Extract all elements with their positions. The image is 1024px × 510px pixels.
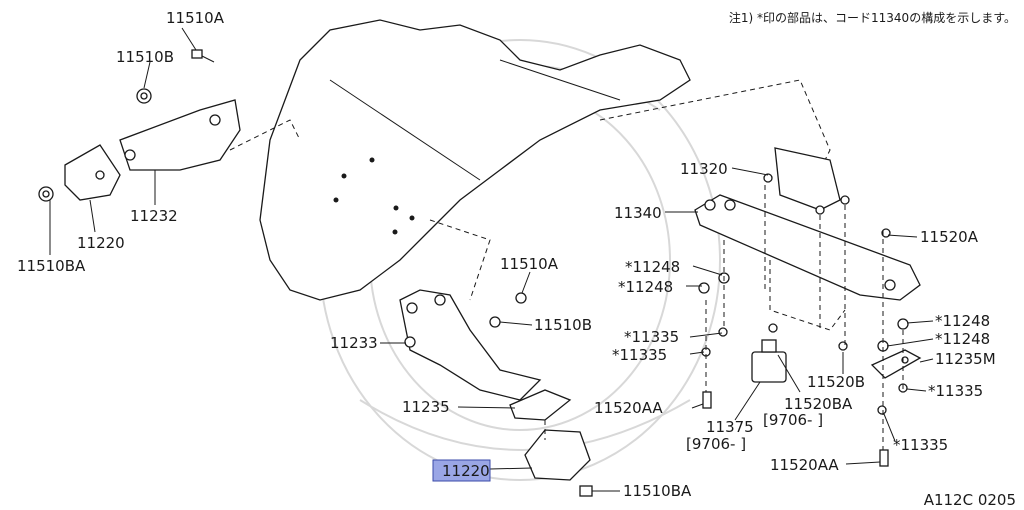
label-11248-c: *11248: [935, 312, 990, 330]
label-11510B-top: 11510B: [116, 48, 174, 66]
label-11520AA-right: 11520AA: [770, 456, 839, 474]
label-11248-d: *11248: [935, 330, 990, 348]
label-11335-c: *11335: [928, 382, 983, 400]
washer-11510BA-left-illustration: [38, 186, 54, 202]
dash-trans-mount: [429, 219, 491, 301]
label-11248-a: *11248: [625, 258, 680, 276]
label-11375-date: [9706- ]: [686, 435, 746, 453]
label-11220-left: 11220: [77, 234, 125, 252]
label-11335-d: *11335: [893, 436, 948, 454]
label-11520B: 11520B: [807, 373, 865, 391]
mount-11220-left-illustration: [64, 144, 121, 201]
reference-code: A112C 0205: [924, 491, 1016, 509]
dash-trans-crossmember: [599, 79, 831, 191]
label-11335-a: *11335: [624, 328, 679, 346]
highlight-11220[interactable]: 11220: [432, 459, 491, 482]
label-11340: 11340: [614, 204, 662, 222]
label-11235: 11235: [402, 398, 450, 416]
mount-11220-bottom-illustration: [524, 429, 591, 481]
transmission-illustration: [259, 19, 691, 301]
label-11335-b: *11335: [612, 346, 667, 364]
label-11510A-mid: 11510A: [500, 255, 559, 273]
nut-11510B-top-illustration: [136, 88, 152, 104]
leader-lines: [49, 27, 934, 492]
label-11510BA-left: 11510BA: [17, 257, 86, 275]
label-11233: 11233: [330, 334, 378, 352]
label-11248-b: *11248: [618, 278, 673, 296]
label-11220-highlight[interactable]: 11220: [442, 462, 490, 480]
label-11520AA-left: 11520AA: [594, 399, 663, 417]
dash-trans-left: [229, 119, 301, 151]
label-11510A-top: 11510A: [166, 9, 225, 27]
bracket-11232-illustration: [119, 99, 241, 171]
damper-11375-illustration: [751, 339, 787, 383]
label-11375: 11375: [706, 418, 754, 436]
bracket-11320-illustration: [763, 147, 850, 215]
bracket-11233-illustration: [399, 289, 542, 401]
label-11510B-mid: 11510B: [534, 316, 592, 334]
label-11232: 11232: [130, 207, 178, 225]
bolt-11510A-top-illustration: [191, 49, 215, 63]
plate-11235M-illustration: [870, 349, 922, 379]
label-11510BA-bottom: 11510BA: [623, 482, 692, 500]
guide-lines: [544, 185, 904, 450]
note-text: 注1) *印の部品は、コード11340の構成を示します。: [729, 10, 1016, 25]
label-11520BA: 11520BA: [784, 395, 853, 413]
label-11520BA-date: [9706- ]: [763, 411, 823, 429]
crossmember-11340-illustration: [694, 194, 921, 301]
dash-crossmember-box: [769, 260, 846, 331]
highlight-box: [432, 459, 491, 482]
label-11520A: 11520A: [920, 228, 979, 246]
label-11320: 11320: [680, 160, 728, 178]
plate-11235-illustration: [509, 389, 572, 421]
label-11235M: 11235M: [935, 350, 996, 368]
